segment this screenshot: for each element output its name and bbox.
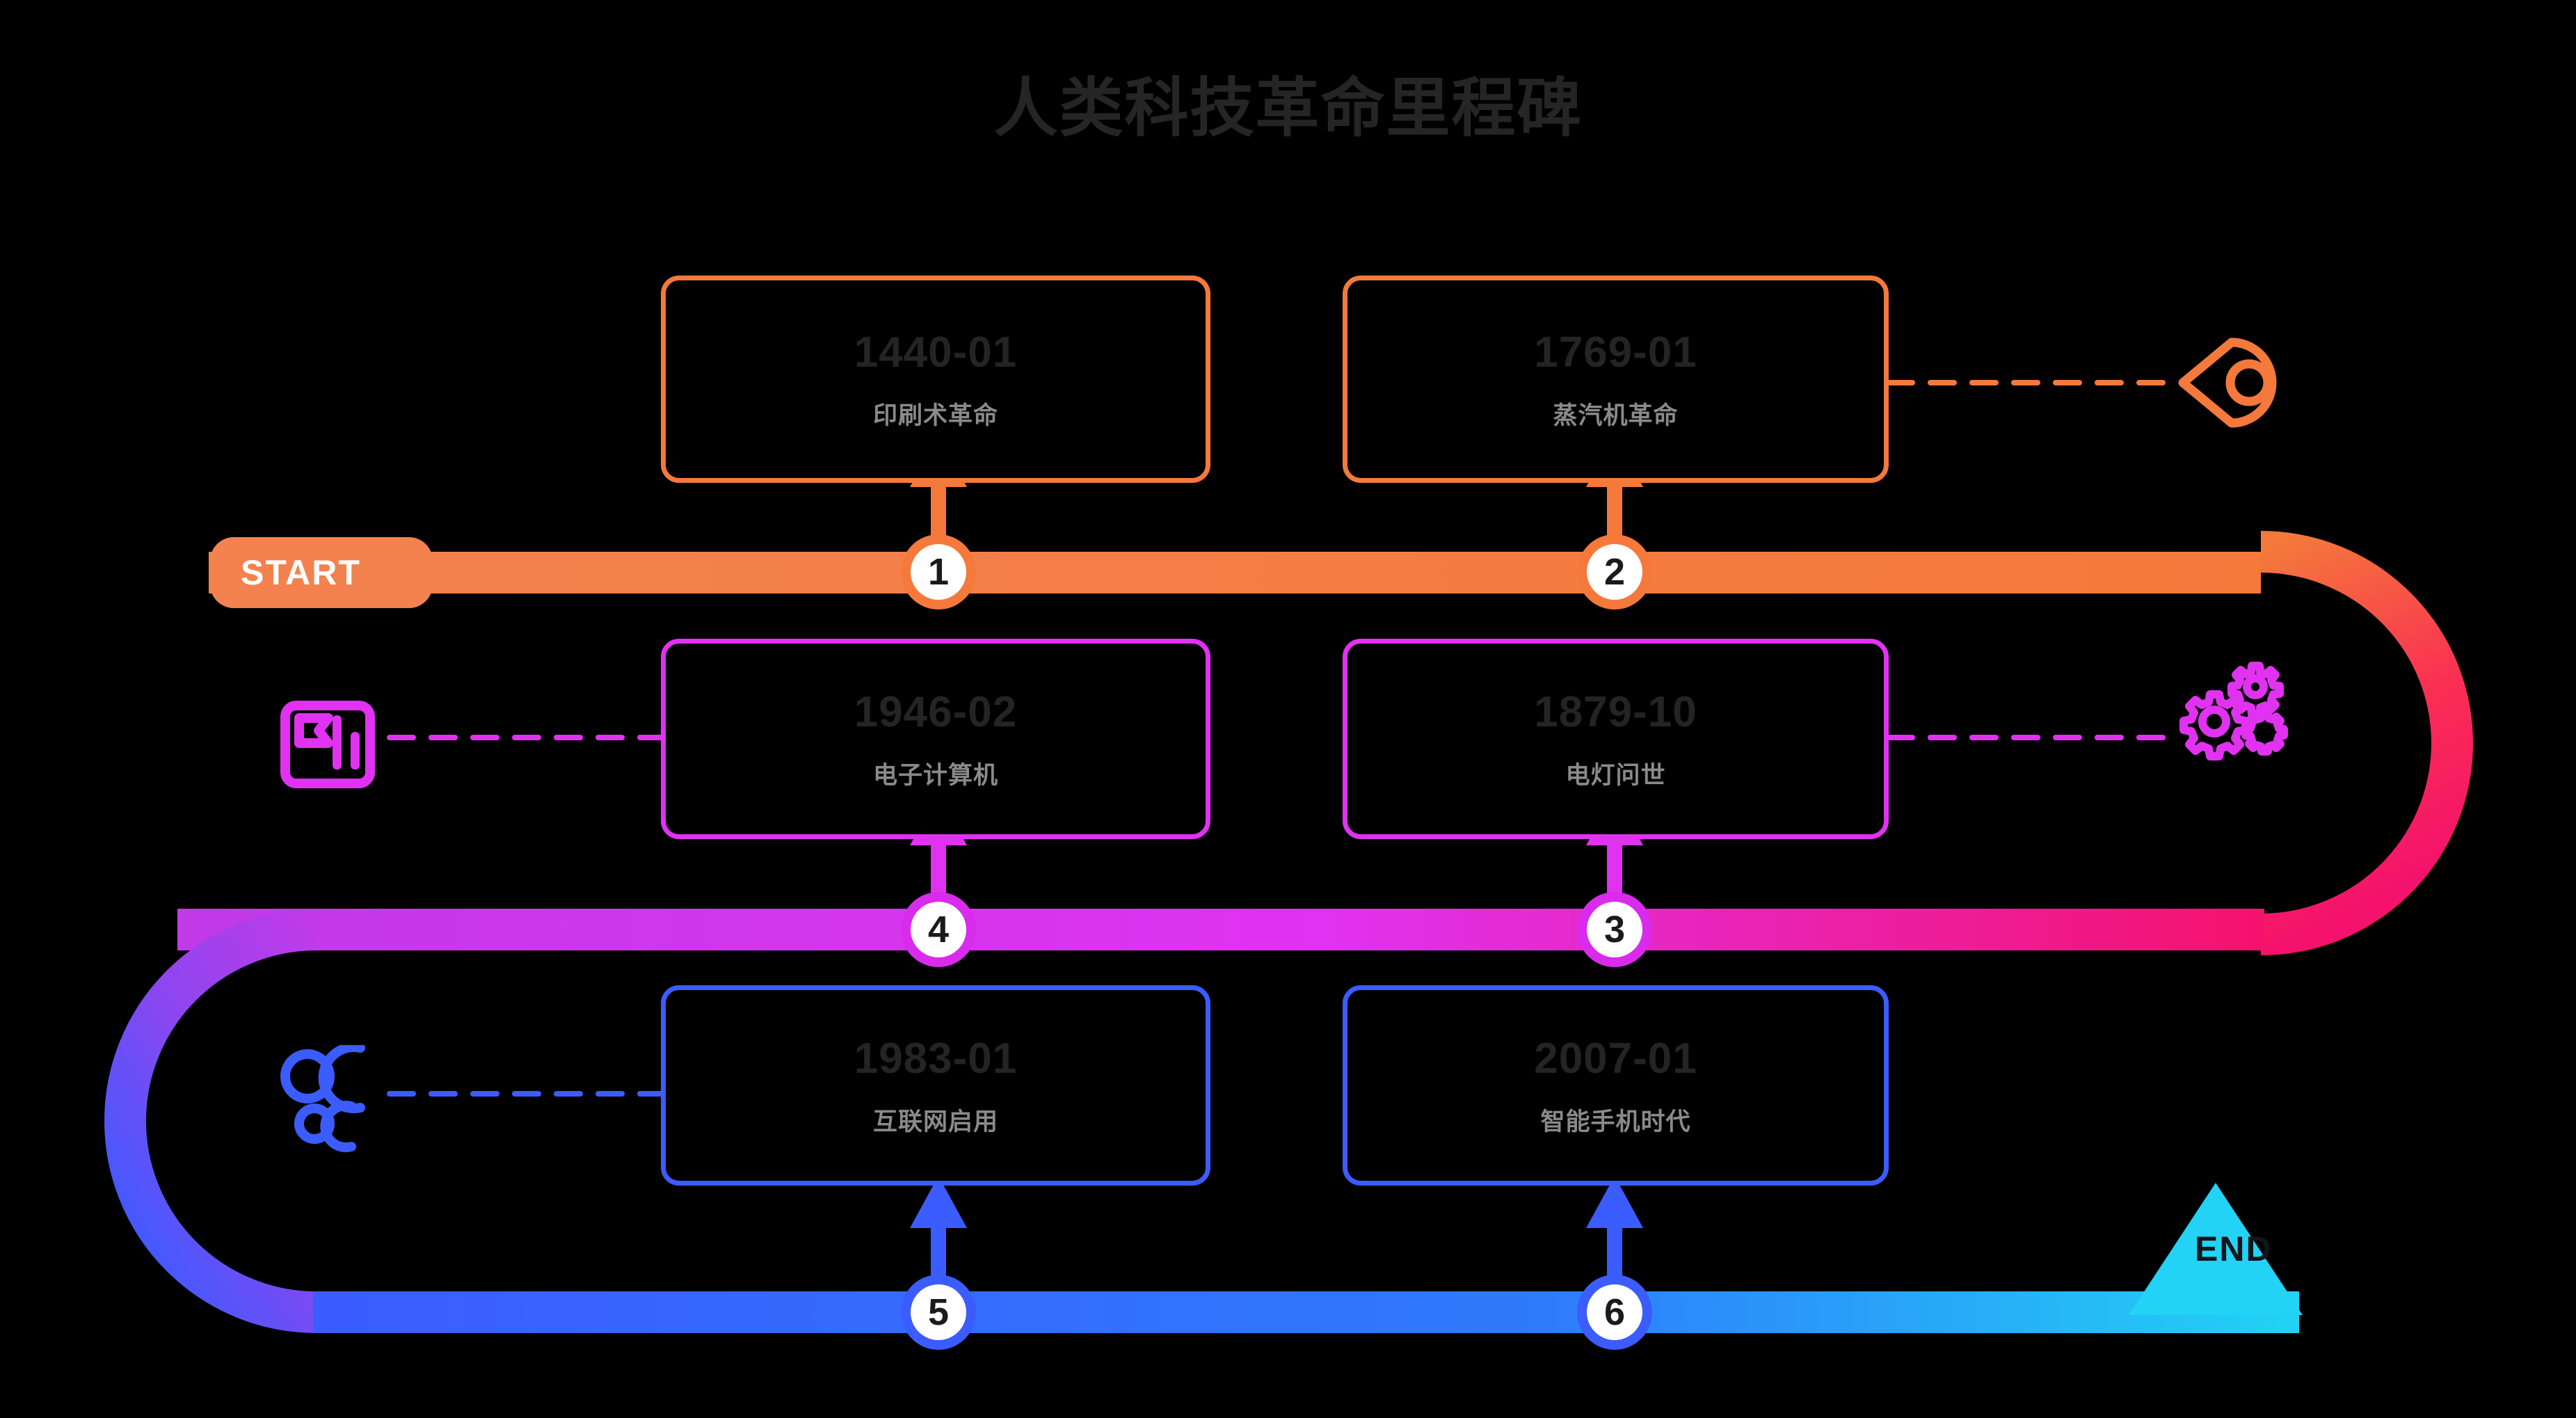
page-title: 人类科技革命里程碑	[993, 73, 1583, 144]
milestone-card-3[interactable]: 1879-10 电灯问世	[1343, 639, 1889, 839]
milestone-date: 1946-02	[854, 687, 1018, 736]
milestone-marker-5[interactable]: 5	[901, 1275, 976, 1350]
milestone-date: 2007-01	[1534, 1034, 1697, 1083]
end-marker	[2129, 1183, 2303, 1315]
marker-number: 1	[927, 551, 950, 593]
milestone-marker-6[interactable]: 6	[1577, 1275, 1652, 1350]
milestone-label: 印刷术革命	[872, 401, 998, 429]
milestone-marker-4[interactable]: 4	[901, 892, 976, 967]
milestone-marker-1[interactable]: 1	[901, 534, 976, 610]
milestone-card-1[interactable]: 1440-01 印刷术革命	[661, 276, 1210, 483]
marker-number: 5	[927, 1291, 950, 1333]
start-label: START	[241, 553, 361, 592]
gears-icon	[2170, 661, 2310, 772]
milestone-card-6[interactable]: 2007-01 智能手机时代	[1343, 985, 1889, 1186]
location-pin-icon	[2177, 327, 2306, 438]
milestone-date: 1983-01	[854, 1034, 1018, 1083]
milestone-date: 1879-10	[1534, 687, 1697, 736]
marker-number: 6	[1603, 1291, 1626, 1333]
chart-flag-icon	[278, 700, 383, 790]
end-label-text: END	[2195, 1229, 2273, 1268]
milestone-card-5[interactable]: 1983-01 互联网启用	[661, 985, 1210, 1186]
milestone-label: 智能手机时代	[1540, 1108, 1691, 1136]
milestone-marker-2[interactable]: 2	[1577, 534, 1652, 610]
milestone-label: 蒸汽机革命	[1553, 401, 1679, 429]
milestone-date: 1769-01	[1534, 328, 1697, 376]
milestone-date: 1440-01	[854, 328, 1018, 376]
milestone-marker-3[interactable]: 3	[1577, 892, 1652, 967]
milestone-card-4[interactable]: 1946-02 电子计算机	[661, 639, 1210, 839]
start-badge: START	[210, 537, 433, 608]
marker-number: 4	[927, 909, 950, 950]
milestone-card-2[interactable]: 1769-01 蒸汽机革命	[1343, 276, 1889, 483]
marker-number: 2	[1603, 551, 1626, 593]
marker-number: 3	[1603, 909, 1626, 950]
alpha-symbols-icon	[278, 1042, 403, 1156]
milestone-label: 电灯问世	[1565, 761, 1666, 789]
milestone-label: 互联网启用	[872, 1108, 998, 1136]
milestone-label: 电子计算机	[872, 761, 998, 789]
